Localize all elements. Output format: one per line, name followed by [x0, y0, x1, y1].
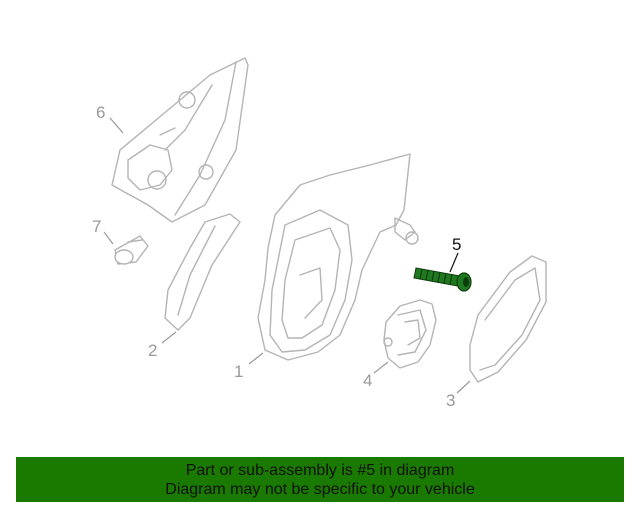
- part-3-callout: 3: [446, 391, 455, 410]
- part-7-leader: [103, 231, 114, 245]
- part-1-callout: 1: [234, 362, 243, 381]
- part-5-callout: 5: [452, 235, 461, 254]
- part-2-leader: [161, 331, 177, 344]
- part-6-callout: 6: [96, 103, 105, 122]
- part-2-trim: [164, 213, 241, 331]
- part-4-actuator: [383, 299, 437, 369]
- part-4-callout: 4: [363, 371, 372, 390]
- part-1-leader: [248, 352, 264, 365]
- disclaimer-banner: Part or sub-assembly is #5 in diagram Di…: [16, 457, 624, 502]
- part-7-callout: 7: [92, 217, 101, 236]
- part-4-leader: [373, 361, 389, 374]
- part-2-callout: 2: [148, 341, 157, 360]
- part-3-leader: [456, 380, 471, 394]
- part-1-mirror-housing: [257, 153, 419, 361]
- parts-diagram: 6 7 2 1 4 5: [92, 57, 547, 410]
- banner-line-1: Part or sub-assembly is #5 in diagram: [185, 461, 455, 479]
- banner-line-2: Diagram may not be specific to your vehi…: [165, 480, 475, 498]
- part-6-leader: [109, 117, 124, 134]
- part-3-mirror-glass: [469, 255, 547, 383]
- part-7-clip: [114, 235, 149, 265]
- part-6-cover: [111, 57, 249, 223]
- part-5-screw: [413, 267, 472, 292]
- part-5-leader: [449, 252, 459, 273]
